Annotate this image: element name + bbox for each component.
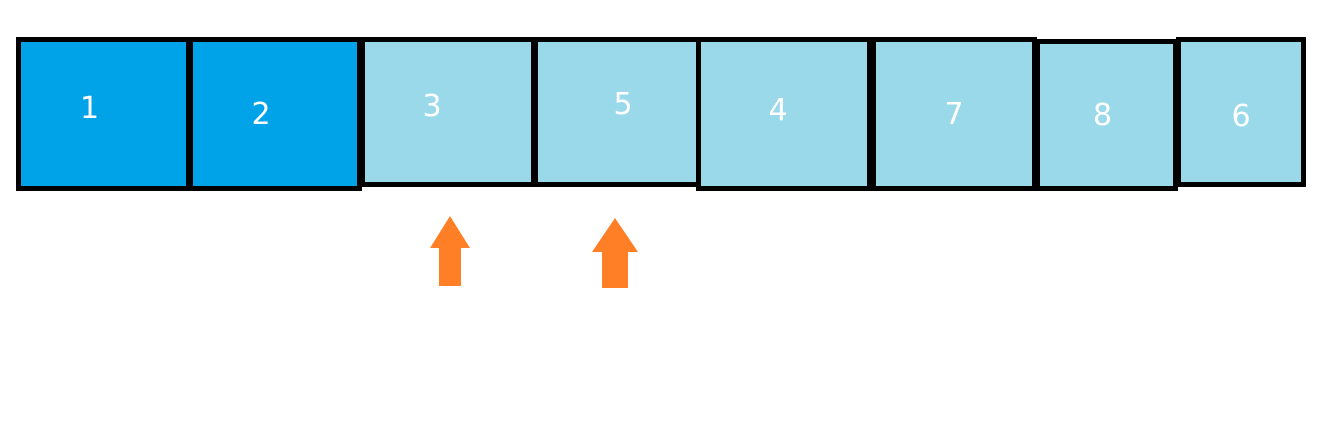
cell-value: 7 (944, 96, 964, 132)
cell-value: 8 (1092, 97, 1113, 133)
cell-value: 2 (251, 96, 271, 132)
array-cell: 6 (1176, 37, 1306, 187)
cell-value: 1 (79, 90, 100, 126)
cell-value: 4 (768, 92, 788, 128)
cell-value: 5 (613, 86, 633, 122)
array-cell: 3 (360, 37, 536, 187)
array-cell: 5 (533, 37, 713, 187)
array-cell: 7 (871, 37, 1037, 191)
array-cell: 2 (188, 37, 362, 191)
array-row: 1 2 3 5 4 7 8 6 (16, 37, 1306, 191)
cell-value: 3 (422, 88, 442, 124)
up-arrow-icon (592, 218, 638, 288)
up-arrow-icon (430, 216, 470, 286)
cell-value: 6 (1231, 98, 1251, 134)
array-cell: 4 (696, 37, 872, 191)
array-cell: 1 (16, 37, 191, 191)
array-cell: 8 (1035, 39, 1178, 191)
